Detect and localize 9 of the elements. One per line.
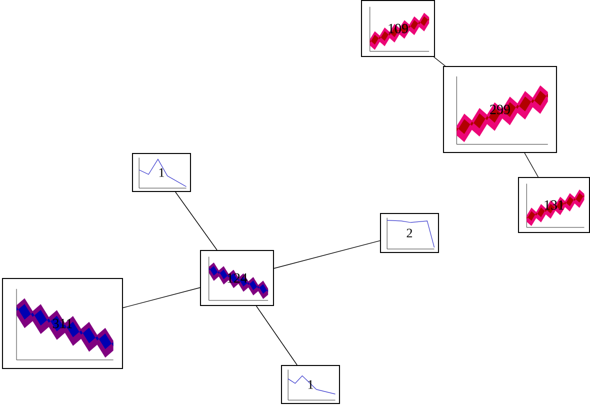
connector-line [434,56,446,66]
connector-line [256,306,298,366]
chart-box: 299 [443,66,557,153]
chart-box: 2 [380,213,439,253]
connector-line [175,192,218,250]
chart-box: 1 [132,153,191,192]
connector-line [122,287,200,308]
connector-line [274,240,380,269]
connector-line [524,152,539,178]
